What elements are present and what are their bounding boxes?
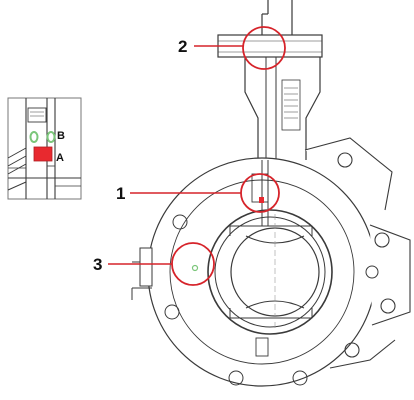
callout-circle-2: [242, 26, 286, 70]
main-marker-3: [191, 264, 199, 272]
inset-label-b: B: [57, 130, 65, 142]
inset-marker-b-left: [29, 131, 39, 143]
callout-label-1: 1: [116, 184, 125, 203]
callout-label-3: 3: [93, 255, 102, 274]
inset-detail: B A: [7, 97, 82, 200]
valve-drawing: [131, 0, 411, 387]
valve-lugs: [304, 137, 411, 369]
callout-label-2: 2: [178, 37, 187, 56]
bolt-holes: [164, 214, 379, 386]
inset-marker-a: [33, 146, 53, 162]
main-marker-a: [259, 197, 264, 203]
leader-lines: [108, 45, 243, 265]
valve-seat-inner: [214, 216, 326, 328]
inset-label-a: A: [56, 152, 64, 164]
inset-marker-b-right: [46, 131, 56, 143]
left-bracket: [131, 247, 153, 300]
